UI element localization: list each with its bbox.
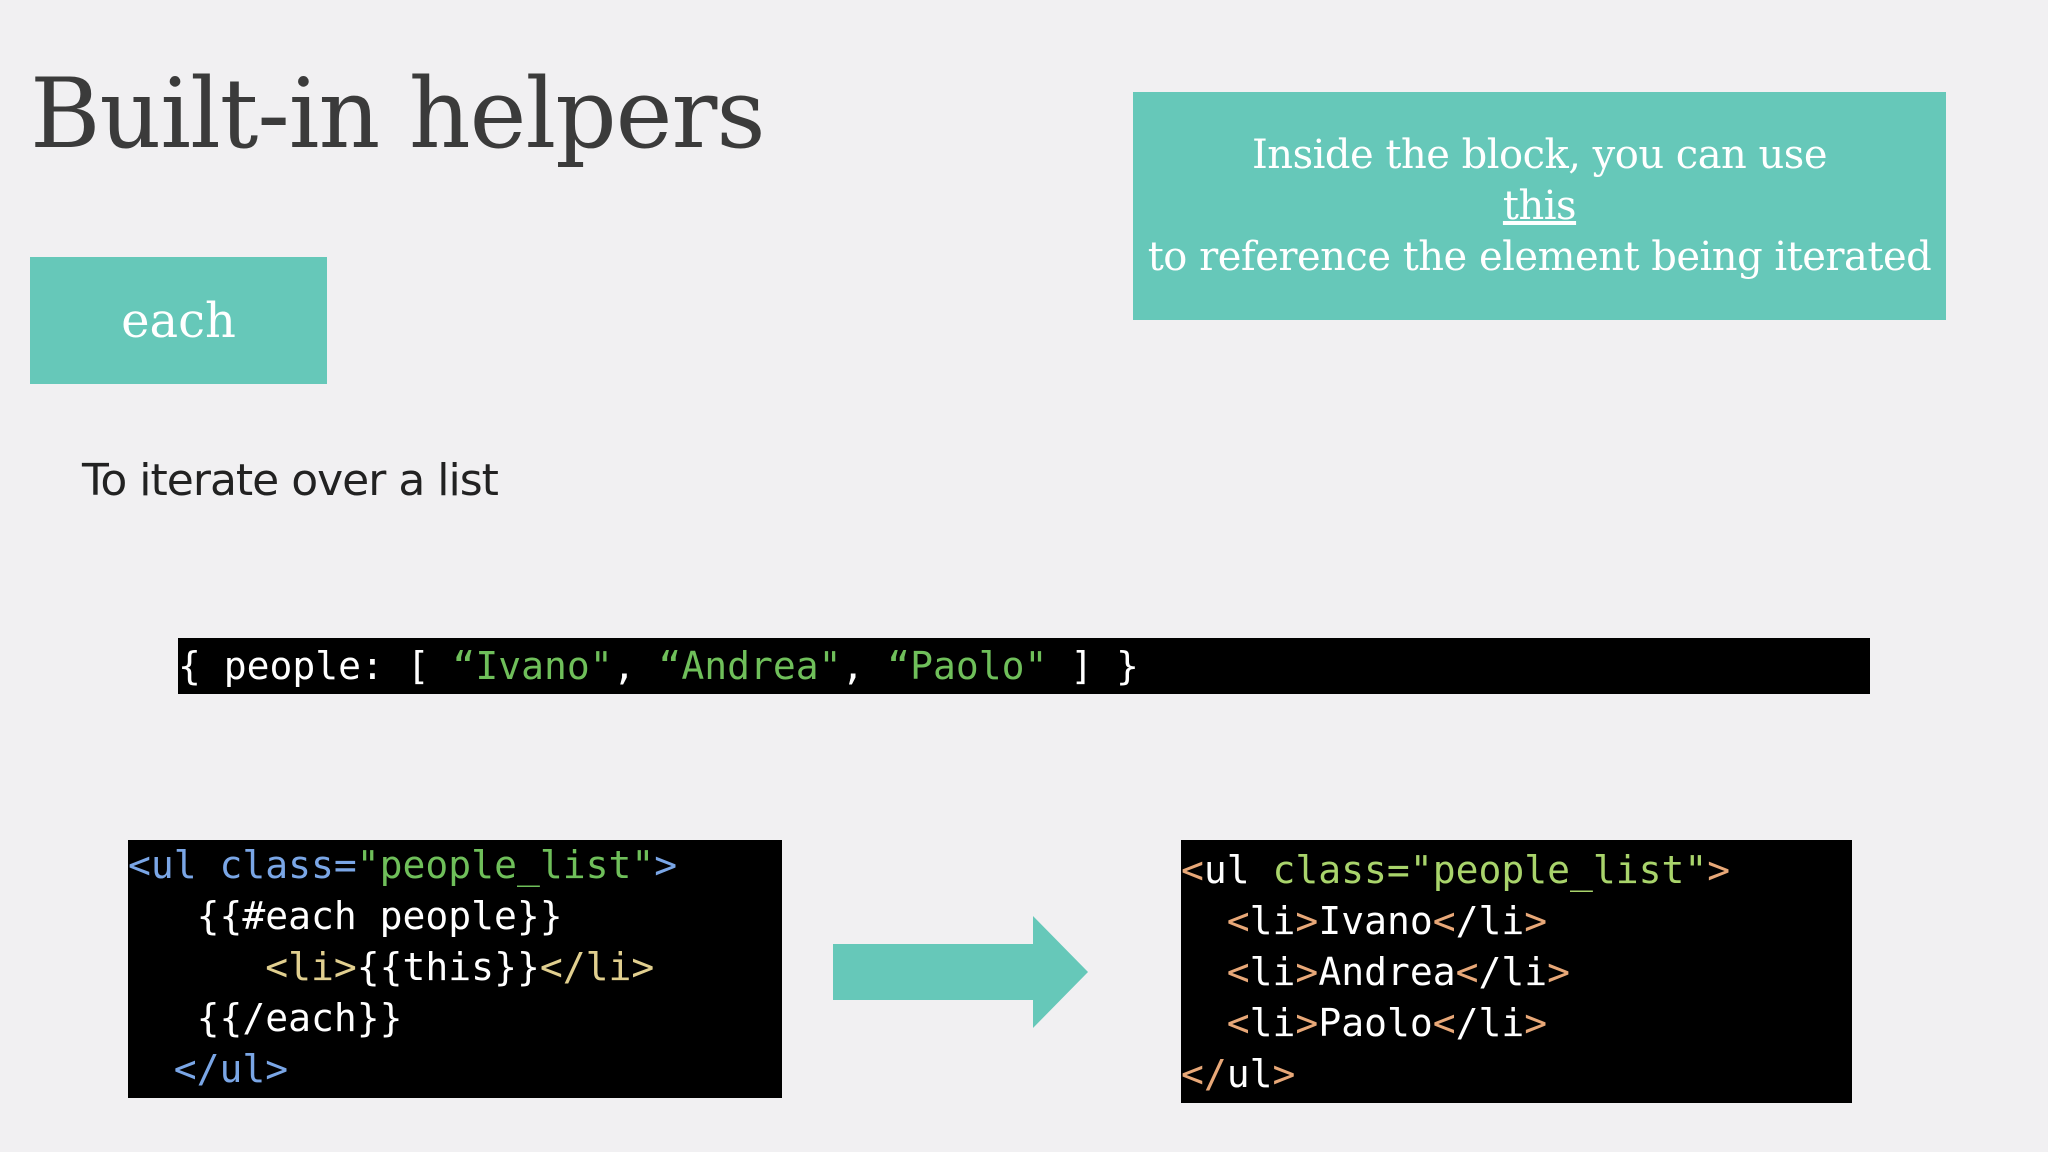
code-token: Paolo <box>1318 1001 1433 1045</box>
helper-badge: each <box>30 257 327 384</box>
output-line: <li>Andrea</li> <box>1226 950 1571 994</box>
subtitle: To iterate over a list <box>82 455 499 506</box>
code-token: > <box>1524 1001 1548 1045</box>
code-token: li <box>1249 950 1296 994</box>
code-token: Andrea <box>1318 950 1456 994</box>
code-token: class= <box>1249 848 1410 892</box>
code-token: li <box>1478 899 1525 943</box>
template-line: <ul class="people_list"> <box>128 840 782 891</box>
template-line: {{/each}} <box>128 996 403 1040</box>
output-line: <ul class="people_list"> <box>1181 845 1852 896</box>
code-token: </ <box>1181 1052 1227 1096</box>
code-token: ul <box>1203 848 1250 892</box>
code-token: <ul <box>128 843 197 887</box>
code-token: Ivano <box>1318 899 1433 943</box>
data-open: { people: [ <box>178 644 453 688</box>
code-token: < <box>1455 950 1479 994</box>
code-token: > <box>654 843 678 887</box>
code-token: <li> <box>265 945 357 989</box>
code-token: li <box>1501 950 1548 994</box>
code-token: class= <box>196 843 357 887</box>
template-code-block: <ul class="people_list"> {{#each people}… <box>128 840 782 1098</box>
page-title: Built-in helpers <box>30 58 766 170</box>
callout-line-2: to reference the element being iterated <box>1147 234 1932 280</box>
output-line: <li>Ivano</li> <box>1226 899 1548 943</box>
code-token: "people_list" <box>356 843 655 887</box>
code-token: < <box>1181 848 1204 892</box>
output-line: <li>Paolo</li> <box>1226 1001 1548 1045</box>
code-token: < <box>1226 950 1250 994</box>
arrow-right-icon <box>833 916 1088 1028</box>
code-token: > <box>1295 950 1319 994</box>
data-item: “Paolo" <box>887 644 1048 688</box>
code-token: > <box>1272 1052 1296 1096</box>
code-token: > <box>1547 950 1571 994</box>
output-code-block: <ul class="people_list"> <li>Ivano</li> … <box>1181 840 1852 1103</box>
code-token: < <box>1226 1001 1250 1045</box>
data-close: ] } <box>1047 644 1139 688</box>
code-token: {{this}} <box>356 945 540 989</box>
code-token: < <box>1432 1001 1456 1045</box>
data-code-block: { people: [ “Ivano", “Andrea", “Paolo" ]… <box>178 638 1870 694</box>
code-token: > <box>1295 899 1319 943</box>
code-token: </ul> <box>173 1047 289 1091</box>
callout-line-1: Inside the block, you can use <box>1252 132 1828 178</box>
output-line: </ul> <box>1181 1049 1852 1100</box>
code-token: > <box>1707 848 1731 892</box>
code-token: </li> <box>539 945 655 989</box>
code-token: li <box>1249 899 1296 943</box>
template-line: <li>{{this}}</li> <box>128 942 782 993</box>
code-token: li <box>1249 1001 1296 1045</box>
code-token: > <box>1524 899 1548 943</box>
data-sep: , <box>841 644 888 688</box>
code-token: ul <box>1226 1052 1273 1096</box>
template-line: {{#each people}} <box>128 894 563 938</box>
code-token: "people_list" <box>1409 848 1708 892</box>
data-item: “Andrea" <box>658 644 842 688</box>
callout-keyword: this <box>1502 183 1577 229</box>
data-item: “Ivano" <box>452 644 613 688</box>
code-token: < <box>1226 899 1250 943</box>
data-sep: , <box>612 644 659 688</box>
code-token: > <box>1295 1001 1319 1045</box>
code-token: < <box>1432 899 1456 943</box>
callout-box: Inside the block, you can use this to re… <box>1133 92 1946 320</box>
code-token: li <box>1478 1001 1525 1045</box>
template-line: </ul> <box>128 1044 782 1095</box>
